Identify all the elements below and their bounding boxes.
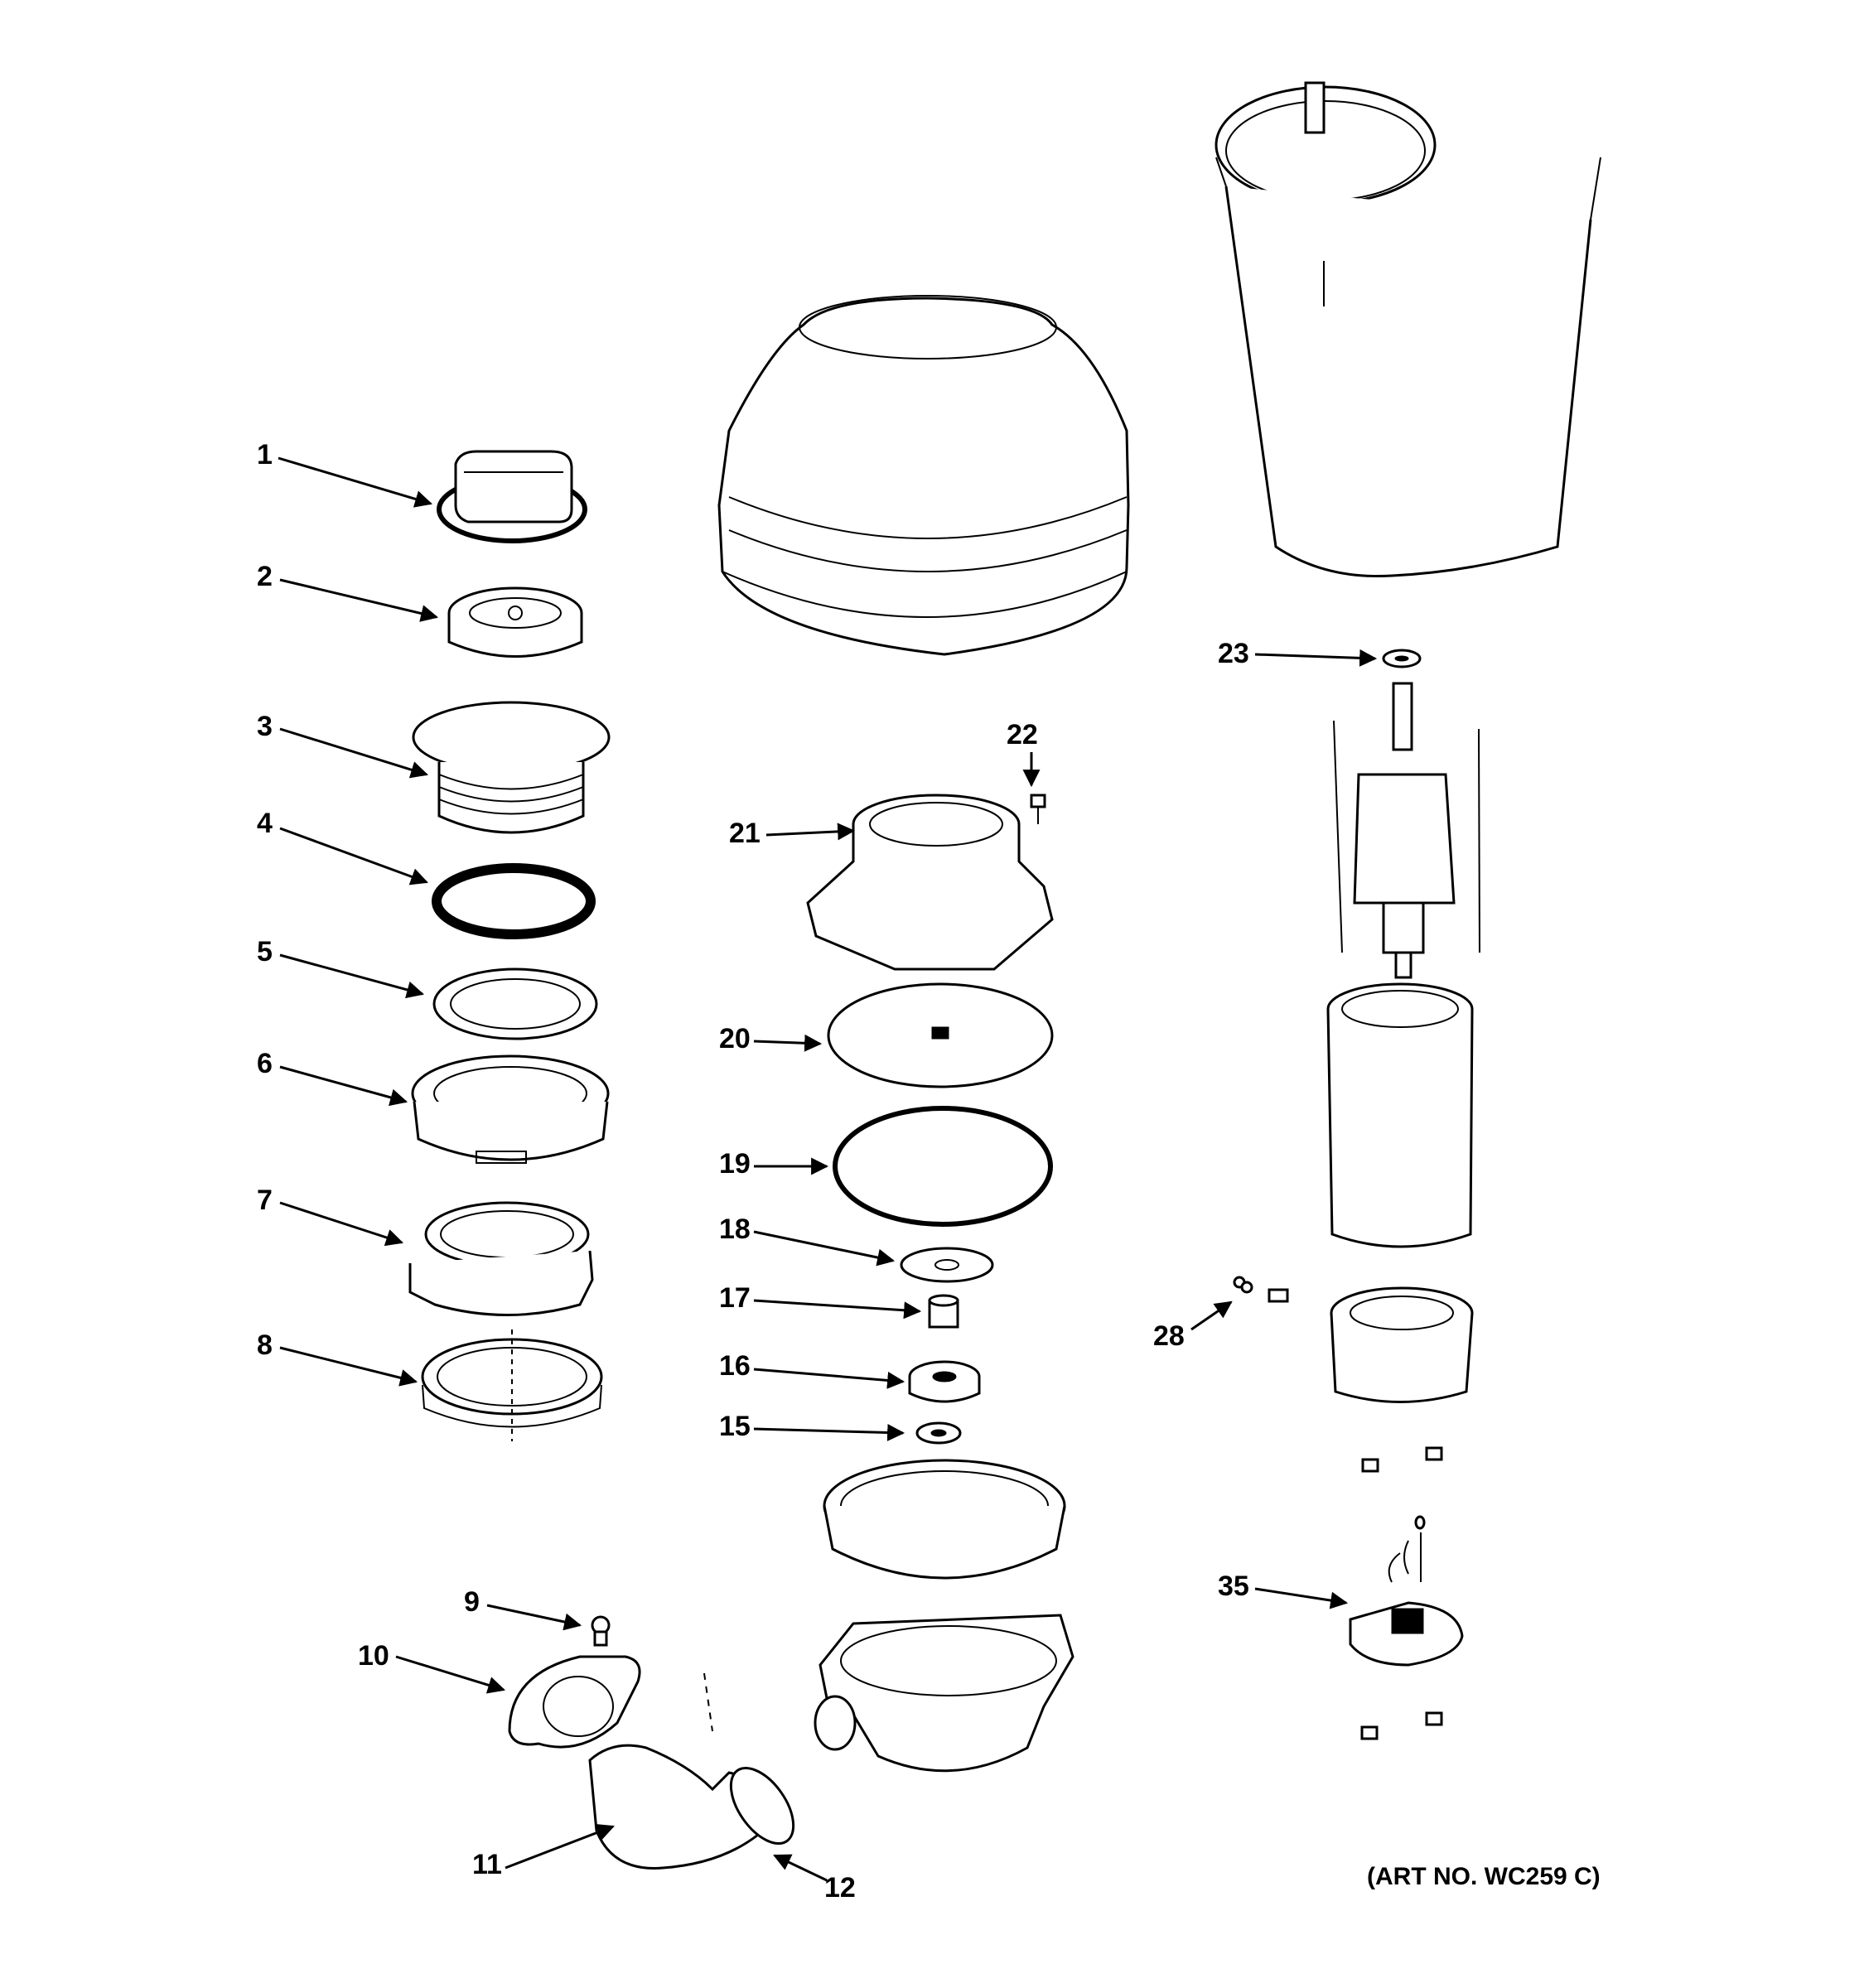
part-20-grinding-plate [827, 982, 1054, 1088]
callout-4: 4 [257, 808, 273, 839]
part-35-switch [1349, 1515, 1464, 1667]
part-outer-shell [1214, 81, 1601, 578]
callout-12: 12 [824, 1872, 856, 1904]
callout-18: 18 [719, 1214, 751, 1245]
part-stator [1326, 982, 1474, 1248]
part-22-screw [1030, 794, 1046, 824]
callout-19: 19 [719, 1148, 751, 1180]
callout-11: 11 [472, 1849, 502, 1880]
part-19-o-ring [833, 1106, 1053, 1227]
part-21-upper-housing [806, 794, 1054, 971]
art-number: (ART NO. WC259 C) [1367, 1863, 1601, 1890]
part-shredder-ring [823, 1459, 1066, 1580]
callout-6: 6 [257, 1048, 273, 1079]
part-9-screw [591, 1615, 611, 1647]
part-28-brushes [1233, 1276, 1289, 1303]
part-7-mounting-collar [408, 1201, 594, 1316]
part-5-backup-ring [432, 967, 598, 1040]
part-lower-housing [814, 1614, 1074, 1773]
callout-23: 23 [1218, 638, 1249, 669]
part-17-spacer [928, 1294, 959, 1329]
part-2-splash-guard [447, 586, 583, 658]
part-3-sink-flange [412, 701, 611, 834]
callout-10: 10 [358, 1640, 389, 1672]
callout-21: 21 [729, 818, 761, 849]
part-12-clamp [729, 1766, 795, 1846]
part-8-collar [421, 1329, 603, 1441]
callout-15: 15 [719, 1411, 751, 1442]
part-housing-shell [717, 295, 1130, 656]
callout-22: 22 [1007, 719, 1038, 750]
part-armature [1333, 682, 1480, 979]
part-23-washer [1382, 649, 1422, 668]
callout-labels: 1 2 3 4 5 6 7 8 9 10 11 12 15 16 17 18 1… [257, 439, 1601, 1904]
callout-35: 35 [1218, 1571, 1249, 1602]
part-1-stopper [437, 450, 587, 543]
callout-1: 1 [257, 439, 273, 470]
callout-17: 17 [719, 1282, 751, 1314]
part-16-bearing [908, 1360, 981, 1403]
part-end-bell [1330, 1286, 1474, 1403]
callout-2: 2 [257, 561, 273, 592]
part-nuts-upper [1360, 1446, 1443, 1740]
callout-7: 7 [257, 1185, 273, 1216]
callout-20: 20 [719, 1023, 751, 1054]
callout-3: 3 [257, 711, 273, 742]
callout-9: 9 [464, 1586, 480, 1618]
part-18-washer [900, 1247, 994, 1283]
callout-8: 8 [257, 1329, 273, 1361]
callout-16: 16 [719, 1350, 751, 1382]
part-10-flange [508, 1655, 641, 1749]
part-15-washer [915, 1421, 962, 1445]
part-4-gasket [432, 863, 596, 939]
part-6-mounting-ring [411, 1054, 610, 1164]
callout-5: 5 [257, 936, 273, 967]
leader-lines [278, 456, 1378, 1882]
callout-28: 28 [1153, 1320, 1185, 1352]
